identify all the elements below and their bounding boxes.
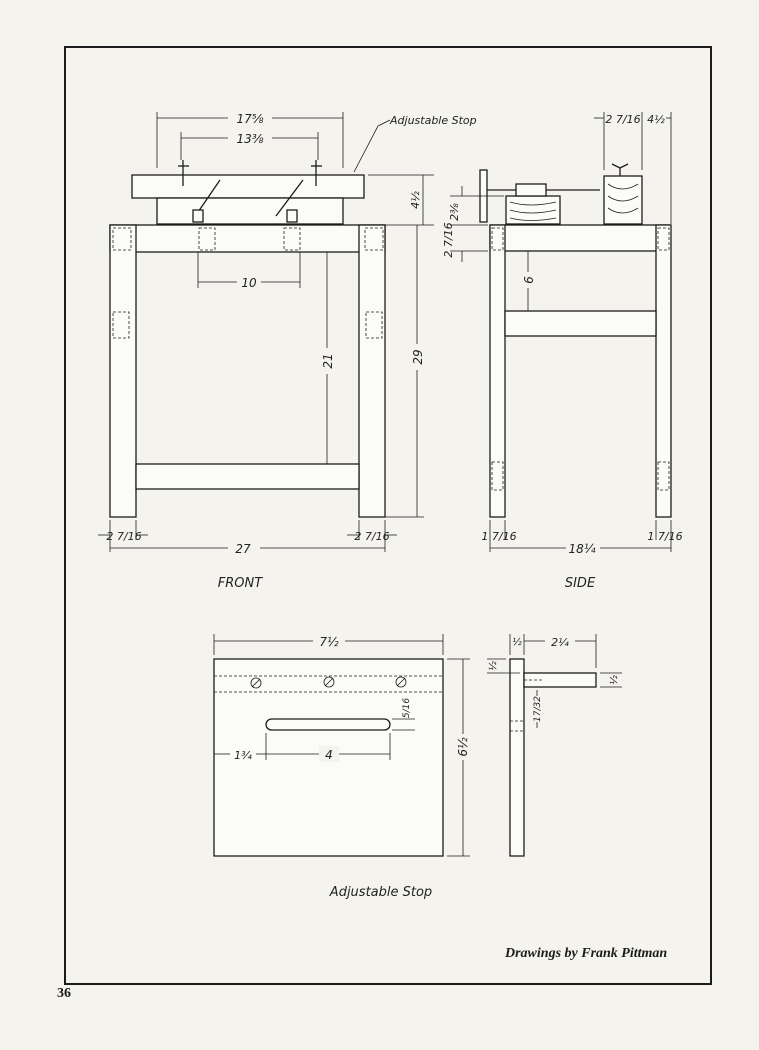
front-vise-handle-left <box>195 179 221 216</box>
side-mortise-mark <box>491 227 504 251</box>
side-apron <box>489 224 671 252</box>
front-mortise-mark <box>112 311 130 339</box>
dim-slot-offset: 1¾ <box>234 749 252 762</box>
page-number: 36 <box>57 986 71 1001</box>
side-view-title: SIDE <box>565 576 596 591</box>
front-view-title: FRONT <box>218 576 263 591</box>
page-frame <box>64 46 712 985</box>
dim-fence-thickness: ½ <box>608 675 620 685</box>
side-stop-grain <box>607 183 639 214</box>
dim-side-leg-right: 1 7/16 <box>647 530 682 543</box>
front-mortise-mark <box>365 311 383 339</box>
front-apron <box>109 224 386 253</box>
front-vise-handle-right <box>275 179 304 217</box>
dim-stop-span: 13⅜ <box>237 132 264 146</box>
front-leg-left <box>109 224 137 518</box>
dim-rail-height: 2 7/16 <box>442 222 455 257</box>
dim-stop-width: 4½ <box>647 113 665 126</box>
stop-slot <box>265 718 391 731</box>
side-view: 2 7/16 4½ 2⅜ 2 7/16 6 1 7/16 1 7/16 18¼ <box>442 112 683 591</box>
front-vise-block <box>156 197 344 225</box>
dim-fence-length: 2¼ <box>551 636 569 649</box>
stop-profile-plate <box>509 658 525 857</box>
dim-vise-height: 4½ <box>409 191 422 209</box>
dim-leg-inner-height: 21 <box>321 353 335 368</box>
screw-hole <box>395 676 407 688</box>
front-leg-right <box>358 224 386 518</box>
side-mortise-mark <box>657 227 670 251</box>
dim-clamp-height: 2⅜ <box>448 203 461 221</box>
side-leg-right <box>655 224 672 518</box>
front-mortise-mark <box>198 227 216 251</box>
front-vise-jaw-left <box>192 209 204 223</box>
side-stop-block <box>603 175 643 225</box>
dim-slot-width: 5/16 <box>402 698 412 718</box>
front-view: 17⅝ 13⅜ Adjustable Stop 4½ 10 <box>98 109 477 591</box>
side-middle-rail <box>504 310 657 337</box>
dim-top-width: 17⅝ <box>237 112 264 126</box>
side-clamp-body <box>515 183 547 197</box>
dim-side-depth: 18¼ <box>569 542 596 556</box>
dim-leg-width-left: 2 7/16 <box>106 530 141 543</box>
dim-inner-span: 10 <box>241 276 257 290</box>
front-mortise-mark <box>283 227 301 251</box>
side-mortise-mark <box>491 461 504 491</box>
dim-overall-width: 27 <box>235 542 251 556</box>
callout-leader <box>353 119 391 173</box>
dim-stop-offset: 2 7/16 <box>605 113 640 126</box>
screw-hole <box>323 676 335 688</box>
dim-leg-width-right: 2 7/16 <box>354 530 389 543</box>
dim-stop-height: 6½ <box>456 737 470 757</box>
dim-fence-top: ½ <box>487 661 499 671</box>
dim-hole-dia: 17/32 <box>533 696 543 722</box>
stop-view: 7½ 6½ 5/16 1¾ 4 <box>213 633 622 900</box>
screw-hole <box>250 677 262 689</box>
dim-stop-width: 7½ <box>319 635 339 649</box>
dim-stop-thickness: ½ <box>512 636 522 648</box>
side-leg-left <box>489 224 506 518</box>
front-top-plate <box>131 174 365 199</box>
front-stretcher <box>135 463 360 490</box>
side-clamp-block <box>505 195 561 225</box>
side-wood-grain <box>509 201 557 221</box>
dim-rail-gap: 6 <box>522 276 536 284</box>
side-wing-nut <box>611 163 629 176</box>
dim-slot-length: 4 <box>325 748 333 762</box>
front-vise-jaw-right <box>286 209 298 223</box>
dim-side-leg-left: 1 7/16 <box>481 530 516 543</box>
drawing-credit: Drawings by Frank Pittman <box>505 946 668 961</box>
dim-overall-height: 29 <box>411 349 425 364</box>
stop-view-title: Adjustable Stop <box>329 885 432 900</box>
side-mortise-mark <box>657 461 670 491</box>
callout-adjustable-stop: Adjustable Stop <box>389 114 477 127</box>
